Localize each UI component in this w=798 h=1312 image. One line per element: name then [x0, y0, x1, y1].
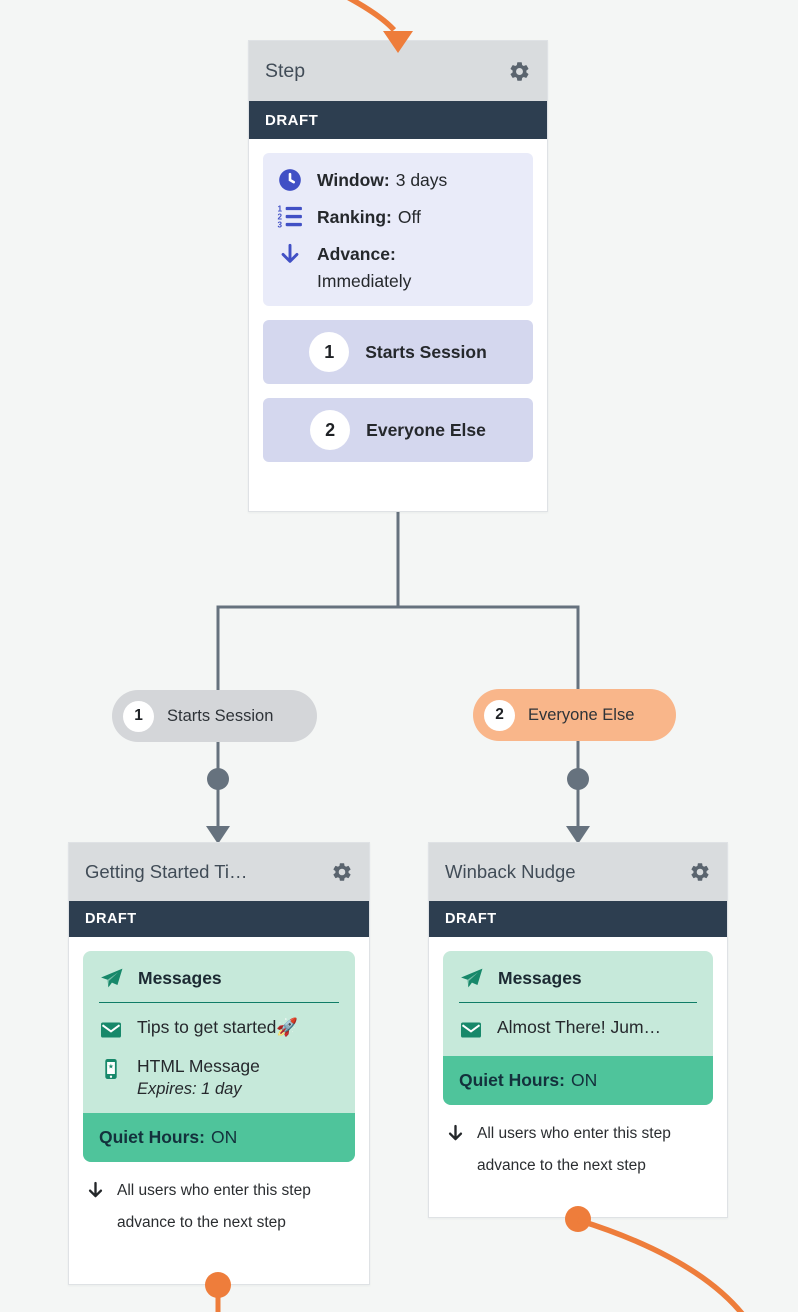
card-title: Winback Nudge [445, 861, 576, 882]
step-node-card[interactable]: Step DRAFT Window:3 days 1 [248, 40, 548, 512]
quiet-hours-value: ON [210, 1127, 238, 1147]
message-item: ★ HTML Message Expires: 1 day [83, 1046, 355, 1103]
email-icon [459, 1017, 483, 1042]
status-text: DRAFT [85, 911, 137, 927]
message-expiry: Expires: 1 day [137, 1080, 242, 1098]
step-card-header: Step [249, 41, 547, 101]
messages-summary: Messages Almost There! Jum… Quiet Hours:… [443, 951, 713, 1105]
ranked-list-icon: 1 2 3 [277, 204, 303, 230]
svg-text:★: ★ [108, 1063, 114, 1071]
path-label: Everyone Else [366, 419, 486, 440]
messages-heading: Messages [498, 968, 582, 988]
svg-text:1: 1 [278, 205, 283, 214]
setting-value: Off [397, 206, 421, 227]
send-icon [99, 966, 124, 991]
email-icon [99, 1017, 123, 1042]
clock-icon [277, 167, 303, 193]
connector-dot [567, 768, 589, 790]
messages-summary: Messages Tips to get started🚀 ★ HTML Mes… [83, 951, 355, 1162]
setting-value: 3 days [395, 169, 448, 190]
status-badge: DRAFT [429, 901, 727, 937]
branch-number-badge: 1 [123, 700, 154, 732]
status-badge: DRAFT [249, 101, 547, 139]
quiet-hours-label: Quiet Hours: [99, 1127, 205, 1147]
card-header: Getting Started Ti… [69, 843, 369, 901]
card-body: Messages Almost There! Jum… Quiet Hours:… [429, 937, 727, 1196]
message-node-winback-nudge[interactable]: Winback Nudge DRAFT Messages [428, 842, 728, 1218]
message-title: Almost There! Jum… [497, 1017, 662, 1037]
note-line: advance to the next step [477, 1156, 646, 1174]
advance-arrow-icon [277, 241, 303, 267]
card-title: Getting Started Ti… [85, 861, 248, 882]
advance-note: All users who enter this step advance to… [443, 1105, 713, 1182]
ranking-setting: 1 2 3 Ranking:Off [277, 204, 519, 230]
branch-pill-starts-session[interactable]: 1 Starts Session [112, 690, 317, 742]
gear-icon[interactable] [331, 861, 353, 883]
quiet-hours-value: ON [570, 1070, 598, 1090]
status-badge: DRAFT [69, 901, 369, 937]
svg-text:2: 2 [278, 213, 283, 222]
path-row-everyone-else: 2 Everyone Else [263, 398, 533, 462]
gear-icon[interactable] [689, 861, 711, 883]
note-line: All users who enter this step [477, 1125, 671, 1142]
down-arrow-icon [85, 1175, 109, 1239]
quiet-hours-band: Quiet Hours:ON [83, 1113, 355, 1162]
message-title: HTML Message [137, 1056, 260, 1076]
path-label: Starts Session [365, 341, 487, 362]
step-card-title: Step [265, 59, 306, 82]
messages-heading-row: Messages [443, 951, 713, 1000]
divider [459, 1002, 697, 1003]
advance-note: All users who enter this step advance to… [83, 1162, 355, 1239]
branch-label: Everyone Else [528, 705, 635, 724]
setting-label: Ranking: [317, 206, 392, 227]
advance-setting: Advance: [277, 241, 519, 267]
setting-label: Window: [317, 169, 390, 190]
mobile-icon: ★ [99, 1056, 123, 1081]
status-text: DRAFT [445, 911, 497, 927]
step-settings-summary: Window:3 days 1 2 3 Ranking:Off [263, 153, 533, 306]
card-body: Messages Tips to get started🚀 ★ HTML Mes… [69, 937, 369, 1253]
messages-heading-row: Messages [83, 951, 355, 1000]
message-item: Almost There! Jum… [443, 1007, 713, 1054]
card-header: Winback Nudge [429, 843, 727, 901]
quiet-hours-band: Quiet Hours:ON [443, 1056, 713, 1105]
message-title: Tips to get started🚀 [137, 1017, 299, 1037]
branch-label: Starts Session [167, 706, 274, 725]
path-row-starts-session: 1 Starts Session [263, 320, 533, 384]
connector-dot [207, 768, 229, 790]
branch-number-badge: 2 [484, 699, 515, 731]
down-arrow-icon [445, 1118, 469, 1182]
message-item: Tips to get started🚀 [83, 1007, 355, 1046]
branch-pill-everyone-else[interactable]: 2 Everyone Else [473, 689, 676, 741]
note-line: All users who enter this step [117, 1182, 311, 1199]
gear-icon[interactable] [508, 60, 531, 83]
quiet-hours-label: Quiet Hours: [459, 1070, 565, 1090]
setting-label: Advance: [317, 243, 396, 264]
path-number-badge: 2 [310, 410, 351, 450]
path-number-badge: 1 [309, 332, 350, 372]
message-node-getting-started[interactable]: Getting Started Ti… DRAFT Messages [68, 842, 370, 1285]
messages-heading: Messages [138, 968, 222, 988]
window-setting: Window:3 days [277, 167, 519, 193]
status-text: DRAFT [265, 111, 319, 129]
send-icon [459, 966, 484, 991]
step-card-body: Window:3 days 1 2 3 Ranking:Off [249, 139, 547, 476]
svg-text:3: 3 [278, 221, 283, 230]
note-line: advance to the next step [117, 1213, 286, 1231]
setting-value: Immediately [317, 271, 412, 291]
divider [99, 1002, 339, 1003]
